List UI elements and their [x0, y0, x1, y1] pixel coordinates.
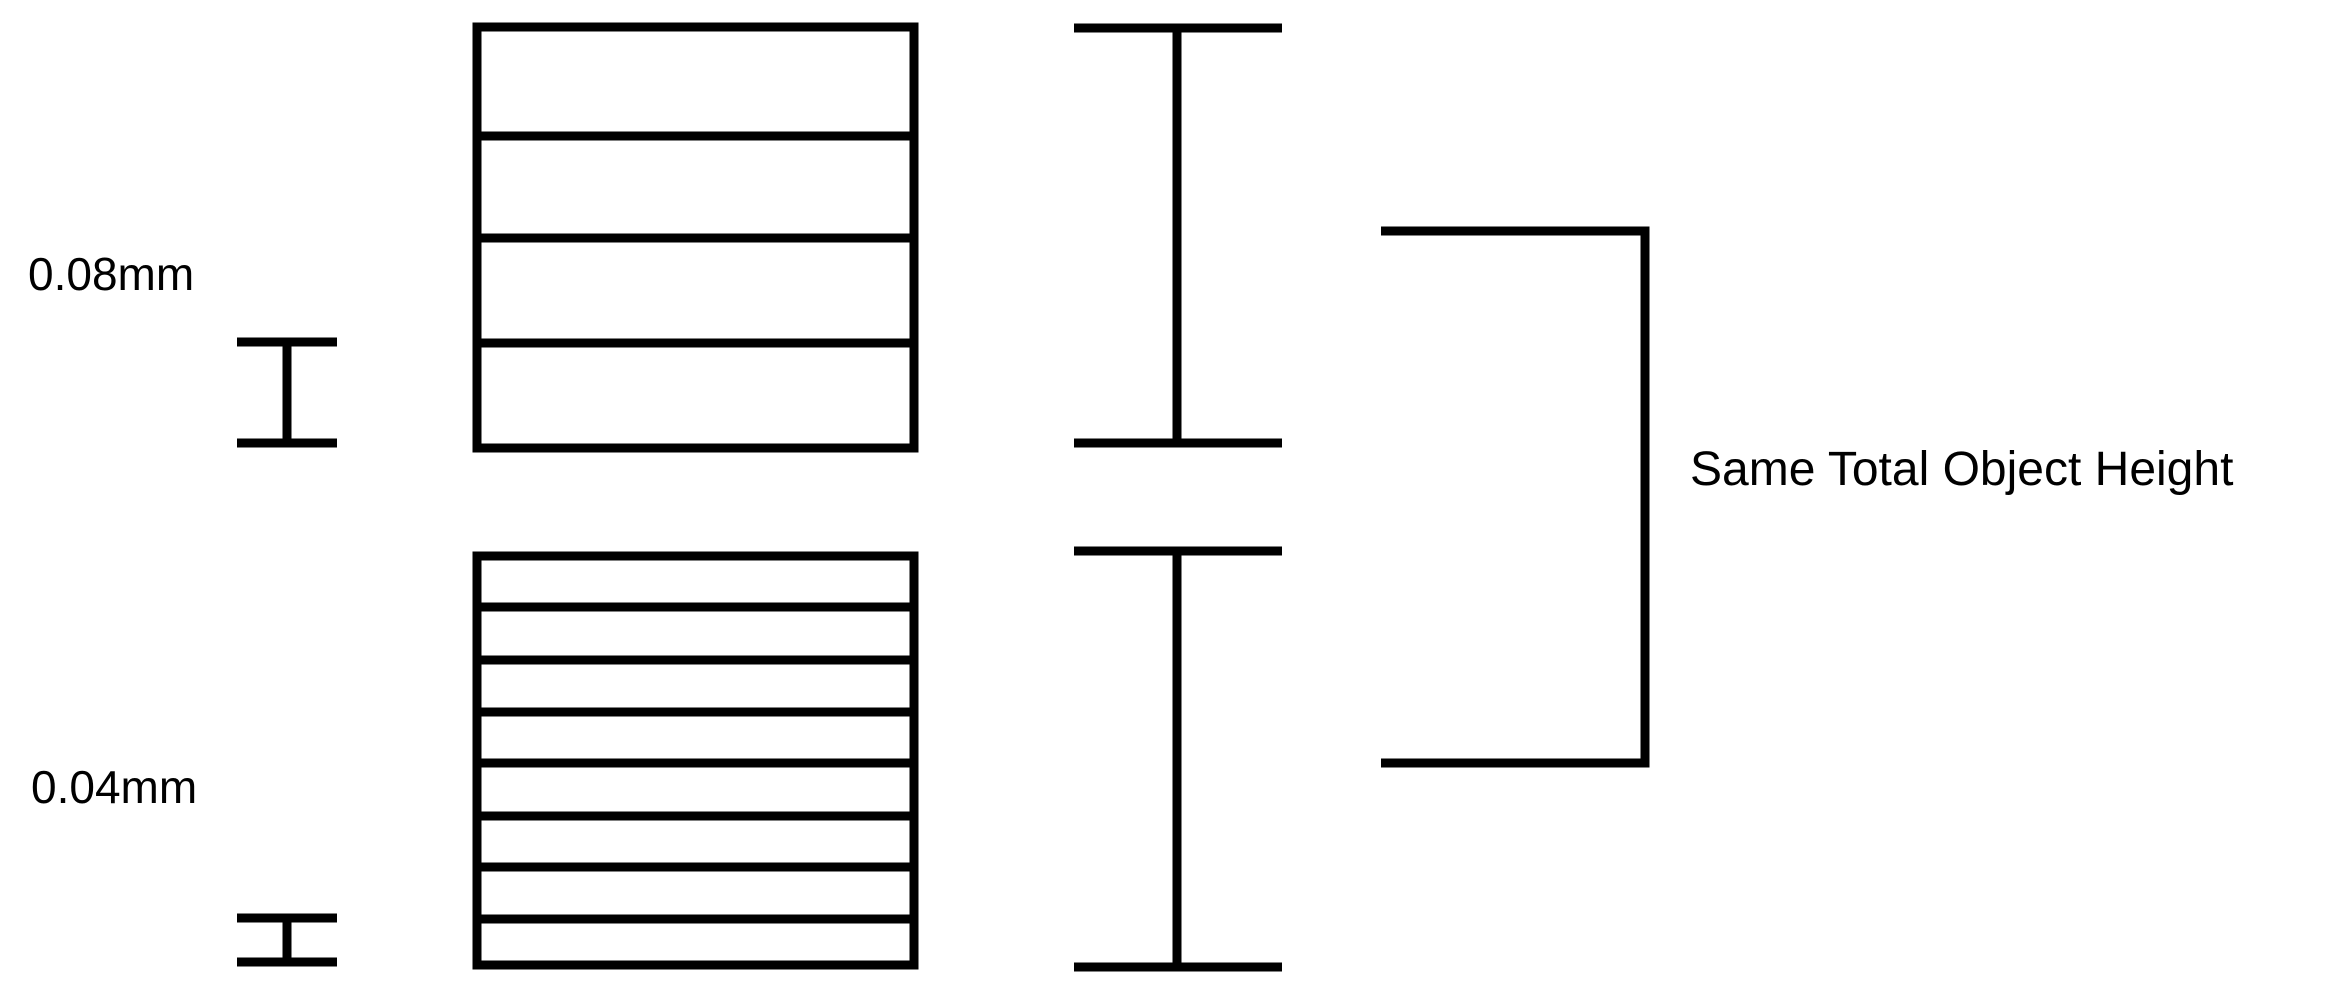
top-layer-height-label: 0.08mm — [28, 248, 195, 300]
bottom-layer-height-marker — [237, 913, 337, 967]
top-layer-height-marker — [237, 337, 337, 448]
top-stack-height-marker — [1074, 23, 1282, 448]
bottom-layer-height-label: 0.04mm — [31, 761, 198, 813]
top-layer-stack — [472, 22, 919, 453]
bottom-layer-stack — [472, 551, 919, 970]
bottom-stack-height-marker — [1074, 546, 1282, 972]
same-height-bracket — [1381, 226, 1650, 768]
same-height-label: Same Total Object Height — [1690, 443, 2234, 496]
